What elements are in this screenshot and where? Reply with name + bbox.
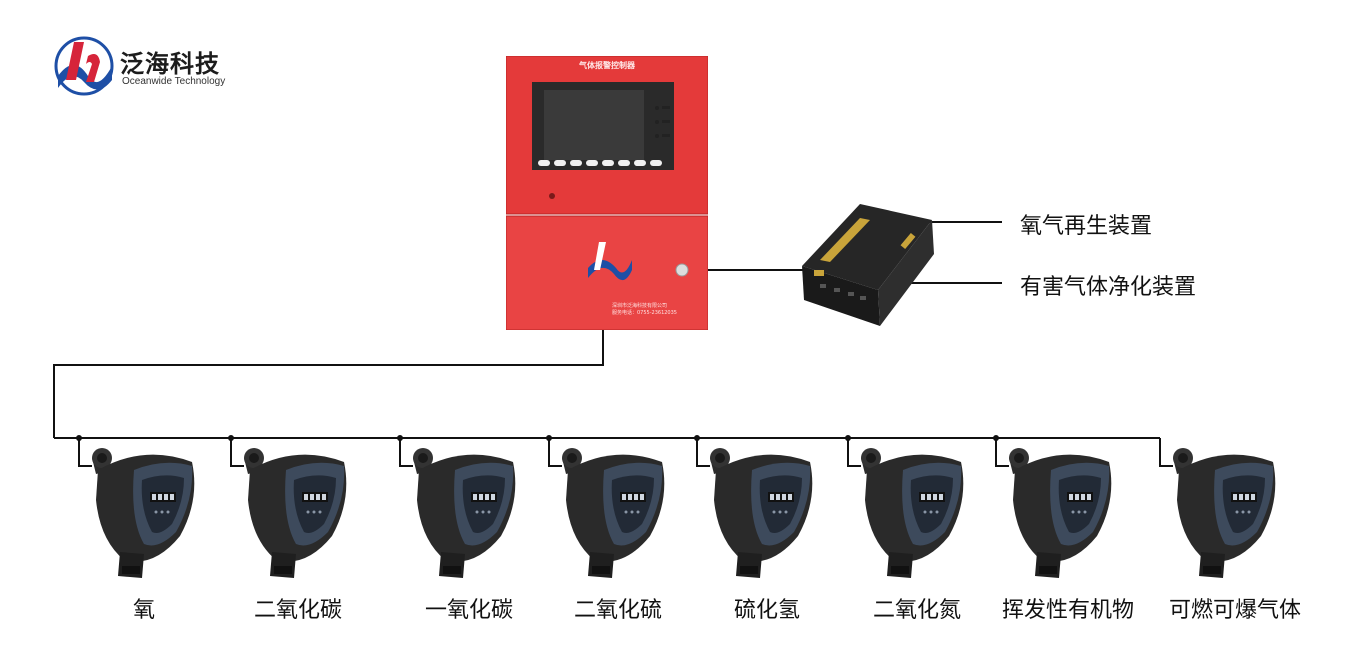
gas-sensor-h2s <box>702 440 822 580</box>
controller-cabinet <box>505 55 709 331</box>
gas-sensor-co2 <box>236 440 356 580</box>
company-logo: 泛海科技 Oceanwide Technology <box>54 36 244 96</box>
logo-name-en: Oceanwide Technology <box>122 76 226 87</box>
gas-detector-icon <box>1173 448 1276 578</box>
logo-mark-icon <box>54 36 114 96</box>
sensor-label-o2: 氧 <box>132 598 155 623</box>
gas-detector-icon <box>1009 448 1112 578</box>
gas-sensor-so2 <box>554 440 674 580</box>
sensor-label-combustible: 可燃可爆气体 <box>1168 598 1301 623</box>
gas-sensor-combustible <box>1165 440 1285 580</box>
controller-company-name: 深圳市泛海科技有限公司 <box>612 303 668 309</box>
sensor-label-voc: 挥发性有机物 <box>1001 598 1134 623</box>
output-label-gas-purification: 有害气体净化装置 <box>1020 275 1197 300</box>
logo-name-cn: 泛海科技 <box>120 50 220 78</box>
sensor-label-co: 一氧化碳 <box>424 598 513 623</box>
gas-sensor-voc <box>1001 440 1121 580</box>
output-box-icon <box>802 204 934 326</box>
controller-company: 深圳市泛海科技有限公司 服务电话：0755-23612035 <box>612 303 677 317</box>
sensor-label-no2: 二氧化氮 <box>872 598 961 623</box>
sensor-label-h2s: 硫化氢 <box>733 598 800 623</box>
gas-detector-icon <box>562 448 665 578</box>
gas-detector-icon <box>244 448 347 578</box>
gas-detector-icon <box>710 448 813 578</box>
sensor-label-so2: 二氧化硫 <box>573 598 662 623</box>
gas-detector-icon <box>413 448 516 578</box>
gas-alarm-controller: 气体报警控制器 深圳市泛海科技有限公司 服务电话：0755-23612035 <box>505 55 709 331</box>
controller-title: 气体报警控制器 <box>579 61 635 70</box>
sensor-label-co2: 二氧化碳 <box>253 598 342 623</box>
controller-phone: 服务电话：0755-23612035 <box>612 310 677 316</box>
output-label-oxygen-regeneration: 氧气再生装置 <box>1020 214 1153 239</box>
linkage-output-box <box>800 200 940 334</box>
gas-detector-icon <box>861 448 964 578</box>
gas-sensor-co <box>405 440 525 580</box>
gas-detector-icon <box>92 448 195 578</box>
gas-sensor-no2 <box>853 440 973 580</box>
gas-sensor-o2 <box>84 440 204 580</box>
